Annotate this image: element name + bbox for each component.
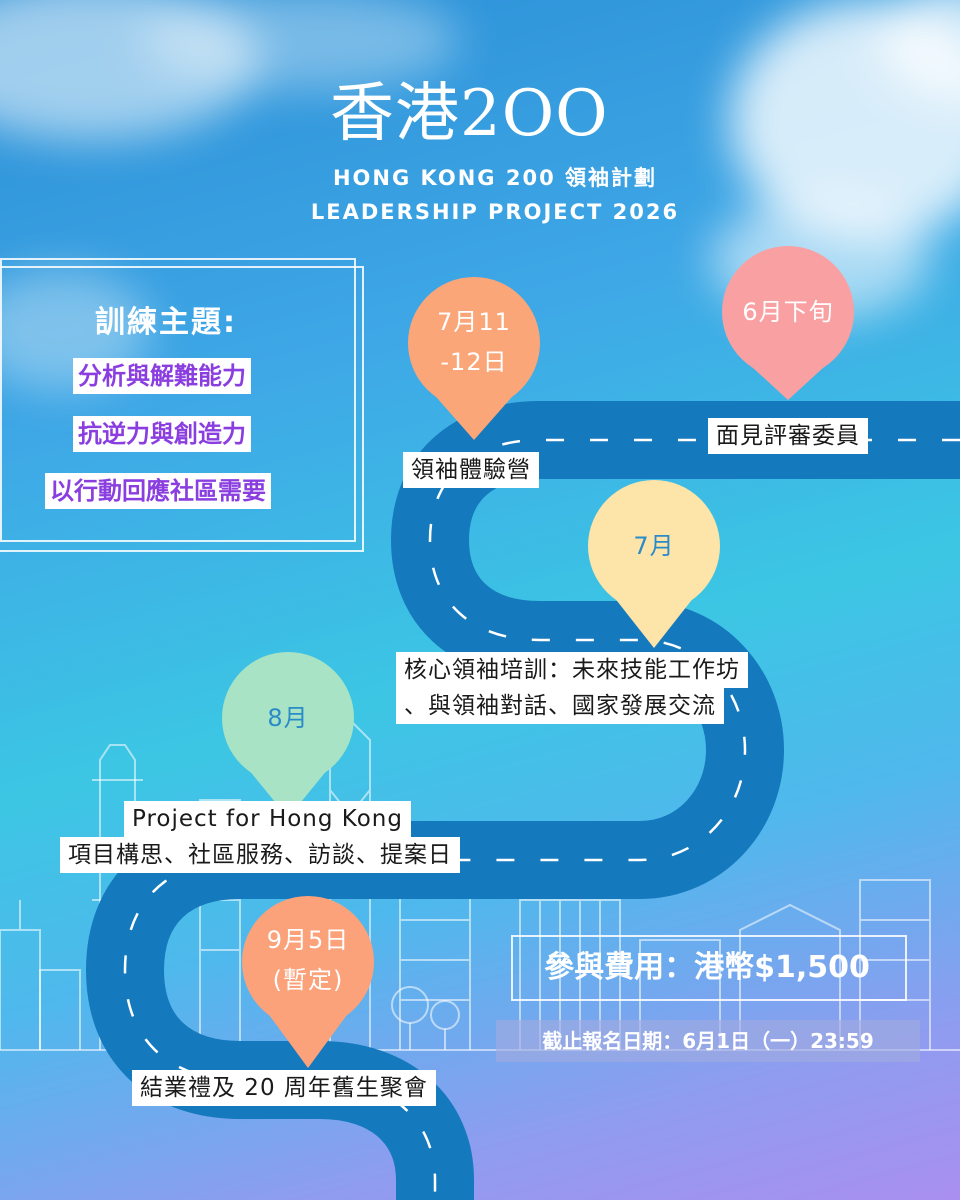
topic-item: 以行動回應社區需要 — [45, 473, 271, 509]
pin-date-line: -12日 — [440, 348, 508, 376]
pin-sept-5 — [242, 896, 374, 1068]
pin-august — [222, 652, 354, 818]
logo-wordmark: 香港2OO — [330, 77, 609, 151]
pin-july-11 — [408, 277, 540, 440]
label-core-training-1: 核心領袖培訓：未來技能工作坊 — [396, 652, 748, 688]
fee-frame — [511, 935, 907, 1001]
label-project-hk-1: Project for Hong Kong — [124, 801, 411, 837]
label-project-hk-2: 項目構思、社區服務、訪談、提案日 — [60, 837, 460, 873]
pin-date-sept-5: 9月5日 (暫定) — [242, 920, 374, 1000]
topics-frame-outer — [0, 266, 364, 552]
pin-date-july: 7月 — [633, 532, 675, 560]
label-camp: 領袖體驗營 — [403, 452, 539, 488]
label-interview: 面見評審委員 — [708, 418, 868, 454]
fee-text: 參與費用：港幣$1,500 — [544, 950, 870, 985]
pin-date-june-late: 6月下旬 — [742, 298, 834, 326]
topics-title: 訓練主題: — [95, 305, 237, 340]
logo-subtitle-zh: HONG KONG 200 領袖計劃 — [332, 166, 657, 190]
pin-date-august: 8月 — [267, 704, 309, 732]
pin-date-line: 9月5日 — [266, 926, 350, 954]
pin-date-july-11: 7月11 -12日 — [408, 302, 540, 382]
pin-june-late — [722, 246, 854, 400]
topic-item: 抗逆力與創造力 — [73, 416, 251, 452]
topic-item: 分析與解難能力 — [73, 358, 251, 394]
topics-frame — [0, 258, 356, 542]
deadline-badge: 截止報名日期：6月1日（一）23:59 — [496, 1020, 920, 1062]
label-core-training-2: 、與領袖對話、國家發展交流 — [396, 688, 724, 724]
logo-subtitle-en: LEADERSHIP PROJECT 2026 — [310, 200, 680, 224]
pin-date-line: 7月11 — [437, 308, 511, 336]
pin-july — [588, 480, 720, 648]
pin-date-line: (暫定) — [272, 966, 344, 994]
label-graduation: 結業禮及 20 周年舊生聚會 — [132, 1070, 436, 1106]
